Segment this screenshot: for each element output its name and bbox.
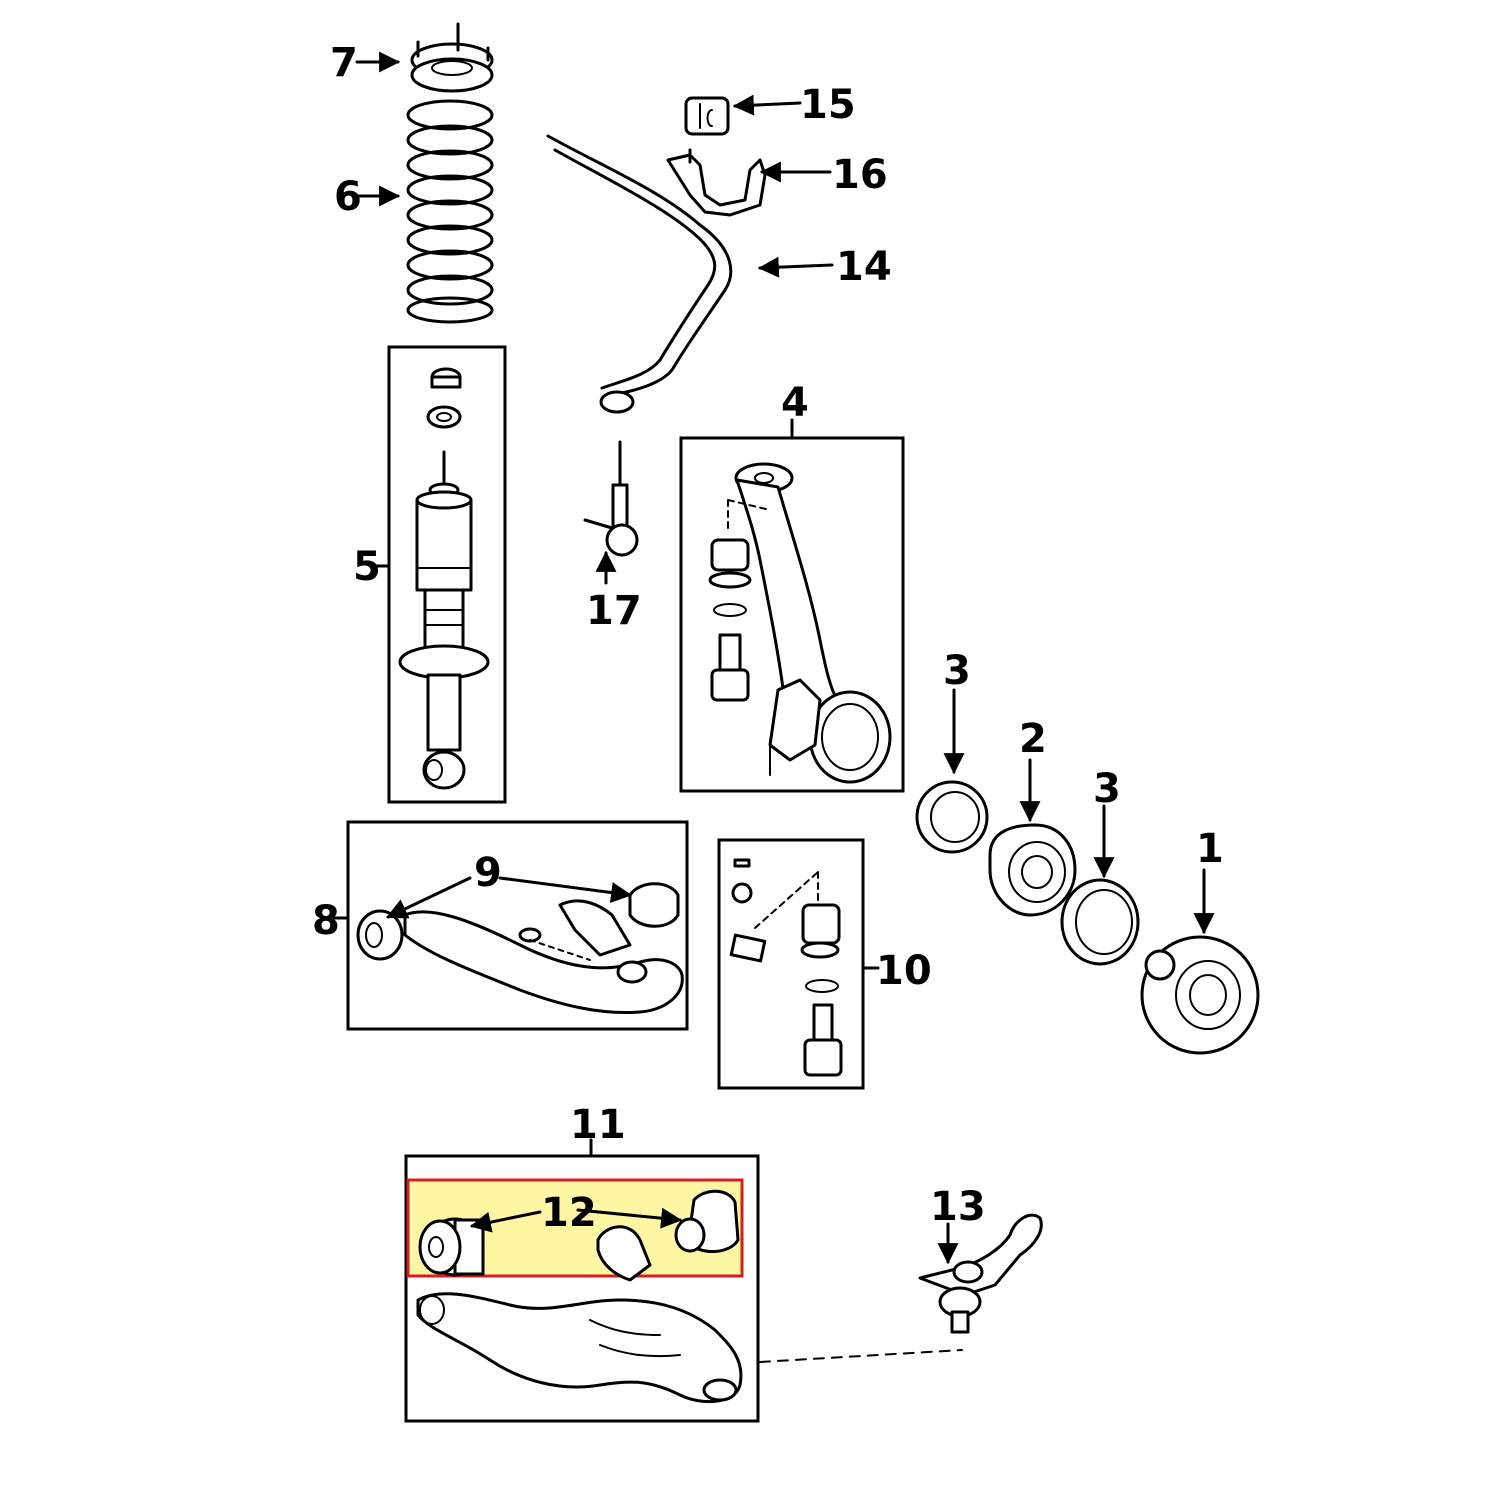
lower-arm-bushing-rear-part[interactable] [674, 1189, 740, 1254]
lower-control-arm-box [404, 1154, 760, 1423]
upper-control-arm-part[interactable] [403, 899, 684, 1014]
callout-9: 9 [474, 850, 502, 896]
oil-seal-part[interactable] [915, 780, 989, 854]
callout-3-outer: 3 [943, 648, 971, 694]
callout-5: 5 [353, 544, 381, 590]
stabilizer-bracket-part[interactable] [666, 148, 767, 217]
callout-16: 16 [832, 152, 888, 198]
leader-lines [332, 51, 1215, 1265]
callout-7: 7 [330, 40, 358, 86]
callout-2: 2 [1019, 716, 1047, 762]
strut-mount-part[interactable] [410, 22, 494, 93]
callout-4: 4 [781, 380, 809, 426]
stabilizer-link-part[interactable] [583, 440, 639, 557]
callout-11: 11 [570, 1102, 626, 1148]
callout-labels: 1 2 3 3 4 5 6 7 8 9 10 11 12 13 14 15 16… [312, 40, 1224, 1236]
callout-3-inner: 3 [1093, 766, 1121, 812]
callout-12: 12 [541, 1190, 597, 1236]
wheel-hub-part[interactable] [1140, 935, 1260, 1055]
stabilizer-bar-part[interactable] [546, 134, 733, 414]
ball-joint-box [717, 838, 865, 1090]
callout-13: 13 [930, 1184, 986, 1230]
upper-control-arm-box [346, 820, 689, 1031]
callout-14: 14 [836, 244, 892, 290]
coil-spring-part[interactable] [406, 99, 494, 324]
callout-17: 17 [586, 588, 642, 634]
steering-knuckle-part[interactable] [708, 462, 892, 784]
wheel-bearing-part[interactable] [988, 823, 1077, 917]
callout-15: 15 [800, 82, 856, 128]
callout-1: 1 [1196, 826, 1224, 872]
callout-6: 6 [334, 174, 362, 220]
upper-arm-bushing-front-part[interactable] [356, 909, 404, 961]
shock-absorber-box [387, 345, 507, 804]
upper-arm-bushing-rear-part[interactable] [628, 882, 680, 928]
callout-8: 8 [312, 898, 340, 944]
lower-control-arm-part[interactable] [416, 1225, 743, 1404]
upper-ball-joint-part[interactable] [729, 858, 843, 1077]
upper-arm-bolt-part[interactable] [518, 927, 591, 961]
stabilizer-bushing-part[interactable] [684, 96, 730, 136]
lower-arm-bushing-front-part[interactable] [418, 1217, 485, 1277]
lower-ball-joint-part[interactable] [759, 1213, 1043, 1363]
inner-seal-part[interactable] [1060, 878, 1140, 966]
shock-absorber-part[interactable] [398, 367, 490, 790]
callout-10: 10 [876, 948, 932, 994]
